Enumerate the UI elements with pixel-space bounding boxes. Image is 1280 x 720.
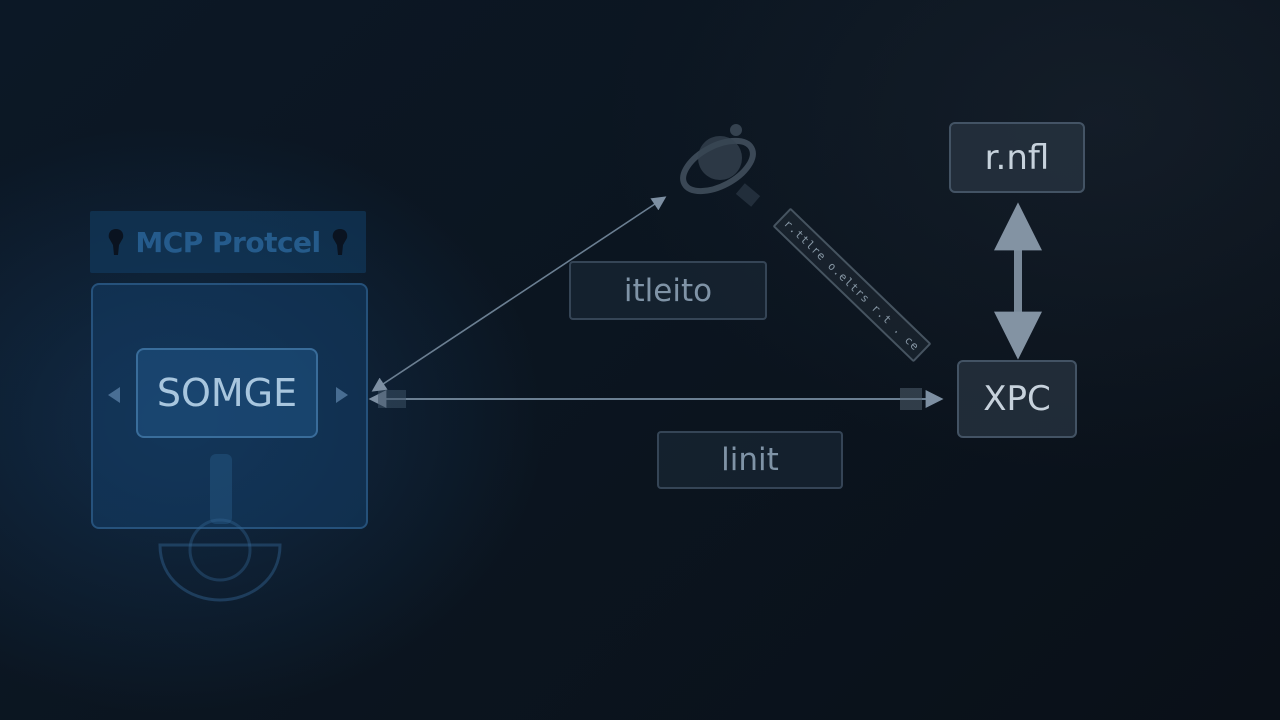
plug-icon [158,454,282,602]
protocol-header: MCP Protcel [90,211,366,273]
connector-core-xpc-tail-left [378,390,406,408]
edge-label-upper: itleito [569,261,767,320]
edge-label-lower: linit [657,431,843,489]
satellite-icon [680,124,761,207]
connector-core-xpc-tail-right [900,388,922,410]
protocol-title: MCP Protcel [135,225,321,259]
left-arrow-icon [108,387,120,403]
connector-core-satellite [371,196,667,392]
rnfl-node: r.nfl [949,122,1085,193]
pin-icon [332,229,347,255]
xpc-node: XPC [957,360,1077,438]
pin-icon [109,229,124,255]
core-node: SOMGE [136,348,318,438]
right-arrow-icon [336,387,348,403]
